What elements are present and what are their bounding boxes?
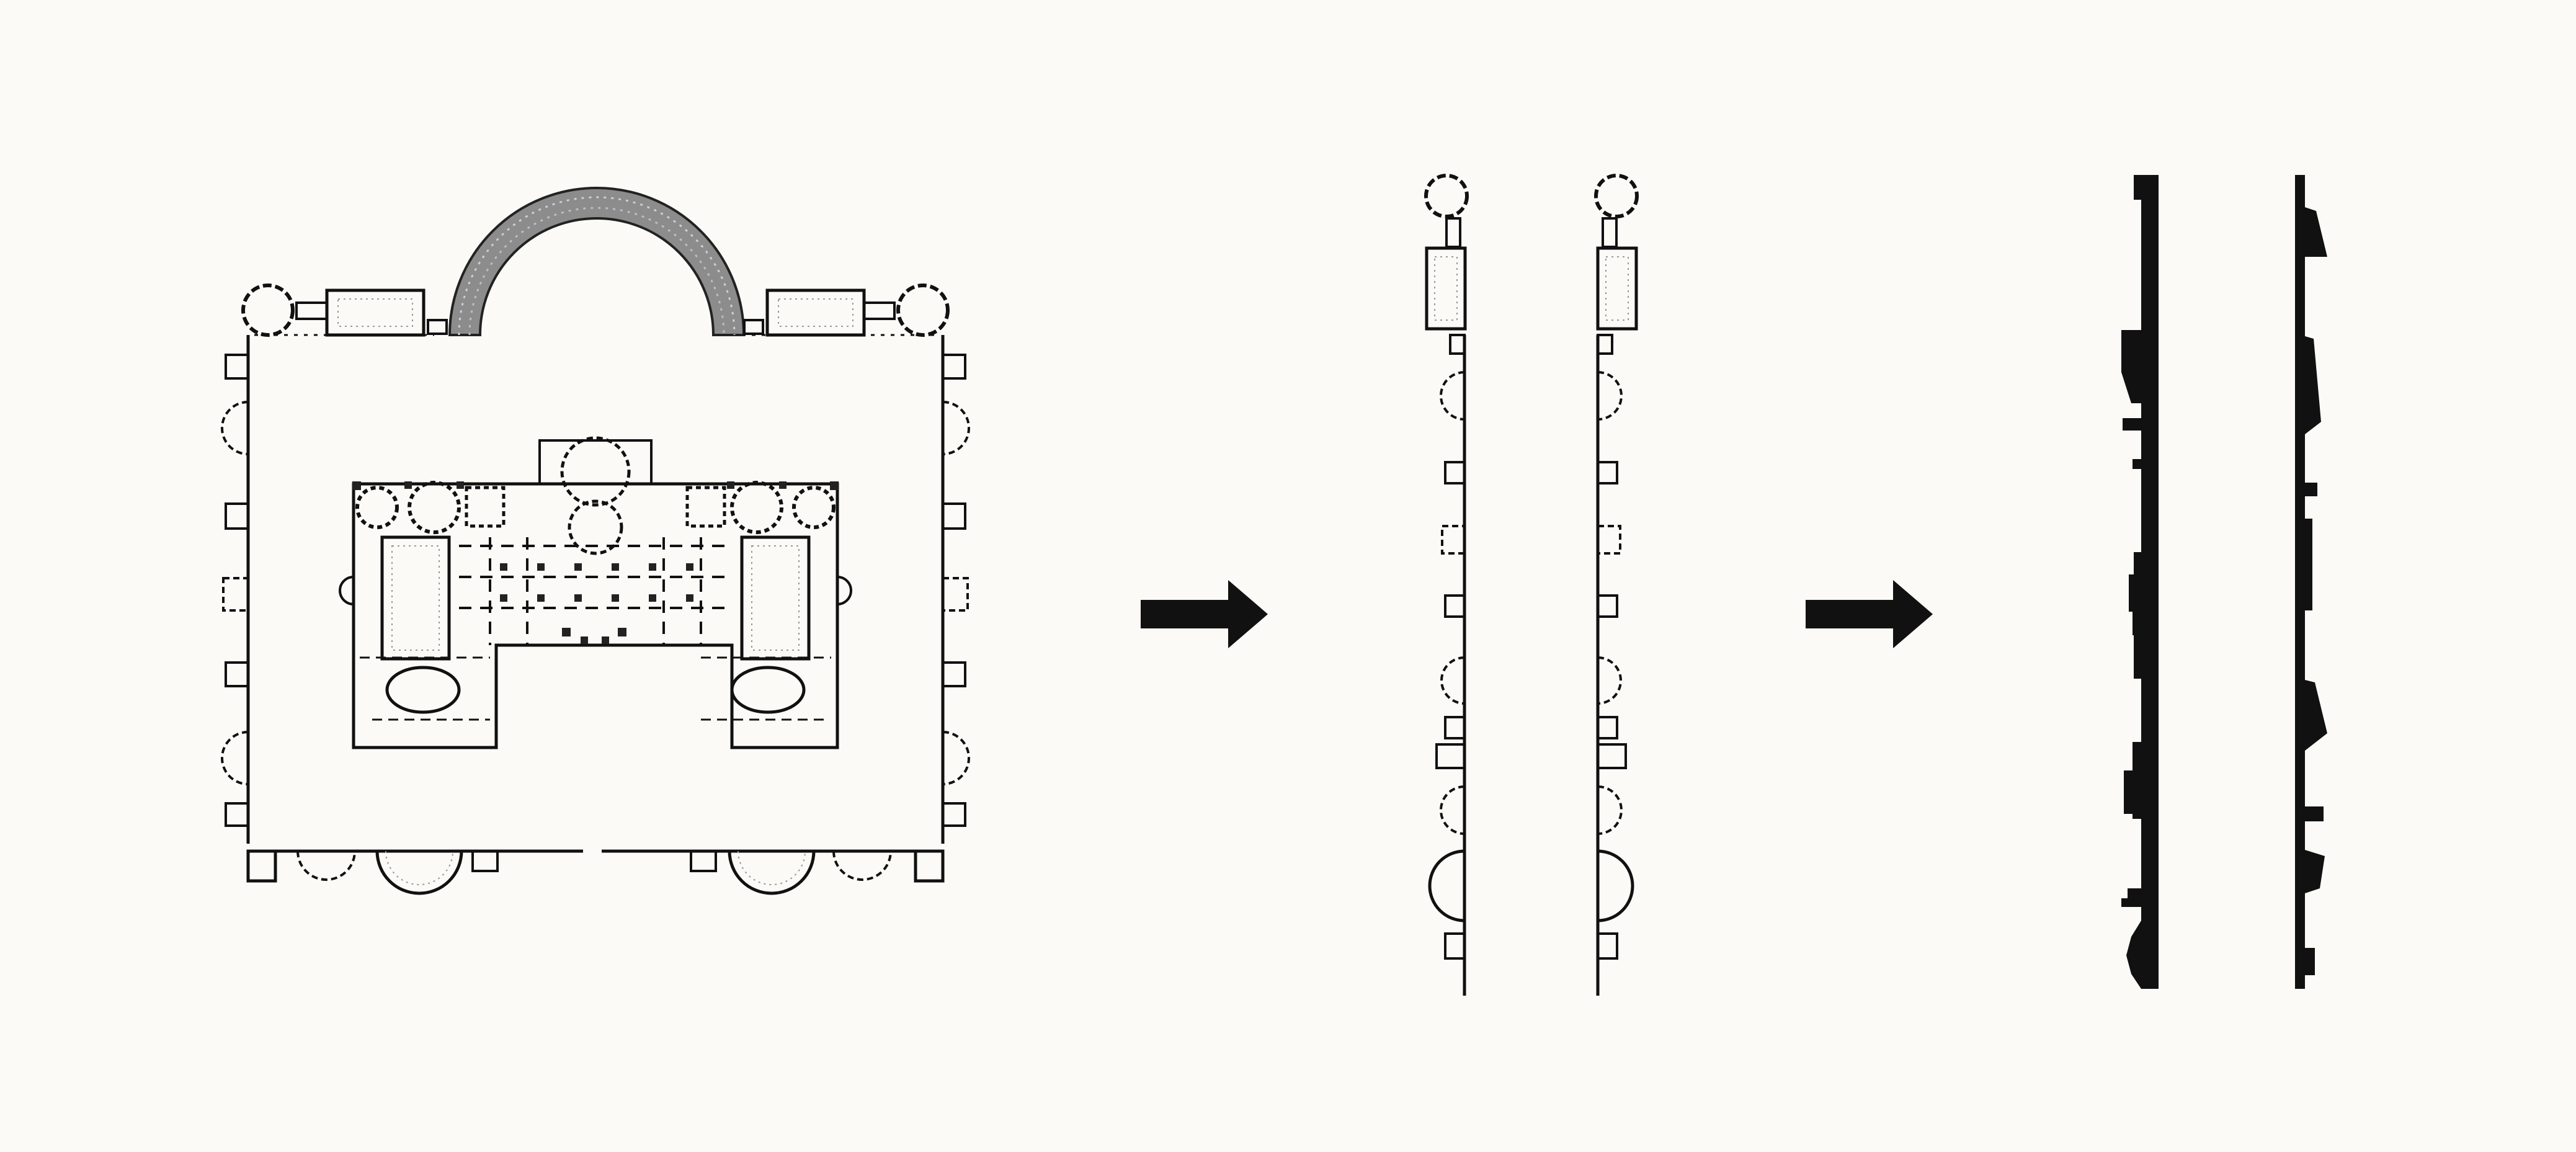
wall-strips-icon — [1424, 174, 1639, 996]
rotunda — [896, 284, 950, 337]
solid-strips-icon — [2121, 175, 2327, 989]
rotunda — [241, 284, 295, 337]
arrow-right-icon — [1806, 580, 1933, 648]
right-solid-strip — [2295, 175, 2327, 989]
right-wall-strip — [1594, 174, 1639, 996]
floor-plan-icon — [221, 187, 970, 895]
left-solid-strip — [2121, 175, 2159, 989]
arrow-right-icon — [1141, 580, 1268, 648]
left-wall-strip — [1424, 174, 1469, 996]
central-building — [339, 436, 852, 749]
